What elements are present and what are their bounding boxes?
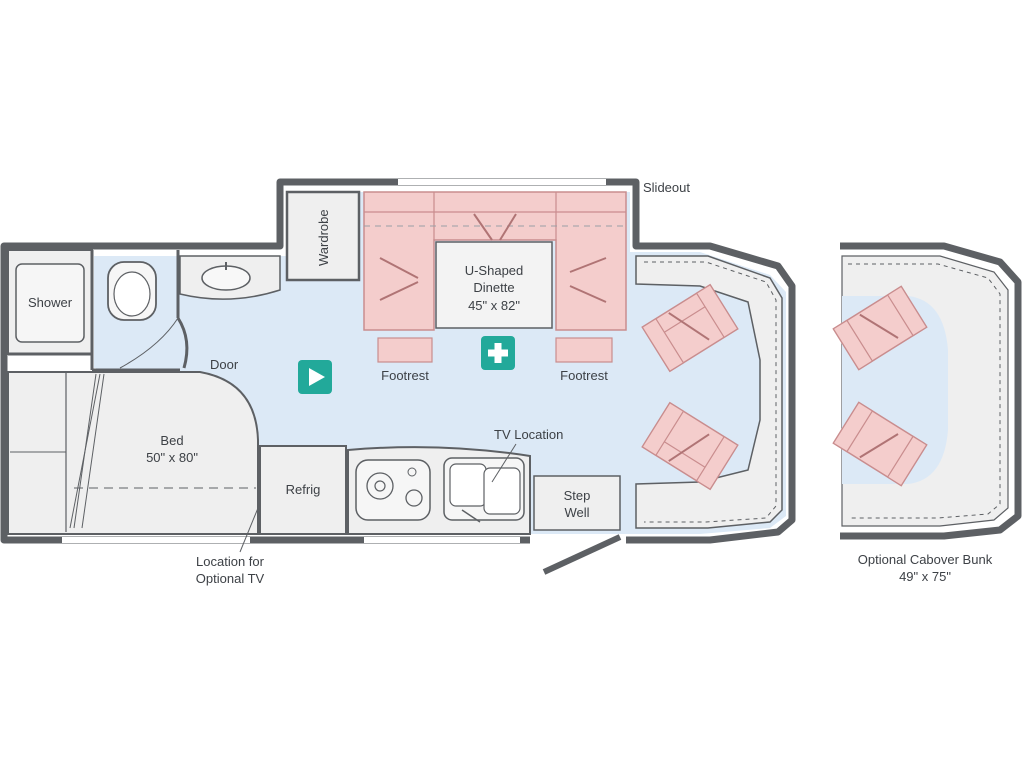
entry-door — [542, 534, 622, 575]
cabover-chair-driver — [832, 401, 928, 487]
cab-chair-driver — [641, 401, 739, 491]
optional-tv-label: Location for — [196, 554, 265, 569]
step-well-label: Step — [564, 488, 591, 503]
exterior-wall — [0, 178, 796, 544]
footrest-right-label: Footrest — [560, 368, 608, 383]
dinette-size: 45" x 82" — [468, 298, 520, 313]
cabover-label: Optional Cabover Bunk — [858, 552, 993, 567]
window — [62, 537, 250, 543]
bed-size: 50" x 80" — [146, 450, 198, 465]
step-well-label: Well — [564, 505, 589, 520]
cab-chair-passenger — [641, 283, 739, 373]
optional-tv-label: Optional TV — [196, 571, 265, 586]
bed — [7, 371, 259, 535]
cabover-chair-passenger — [832, 285, 928, 371]
step-well — [533, 475, 621, 531]
footrest-left — [377, 337, 433, 363]
cab-dashboard — [635, 255, 783, 529]
play-icon[interactable] — [298, 360, 332, 394]
window — [398, 179, 606, 185]
wardrobe-label: Wardrobe — [316, 209, 331, 266]
refrigerator — [259, 445, 347, 535]
bathroom-door — [176, 317, 189, 369]
slideout-label: Slideout — [643, 180, 690, 195]
door-label: Door — [210, 357, 239, 372]
cabover-size: 49" x 75" — [899, 569, 951, 584]
footrest-right — [555, 337, 613, 363]
dinette-name: U-Shaped — [465, 263, 524, 278]
shower-label: Shower — [28, 295, 73, 310]
bed-label: Bed — [160, 433, 183, 448]
plus-icon[interactable] — [481, 336, 515, 370]
tv-location-label: TV Location — [494, 427, 563, 442]
seatbelt-marks — [379, 213, 607, 303]
dinette-name: Dinette — [473, 280, 514, 295]
dinette-table — [435, 241, 553, 329]
cabover-bunk-frame — [840, 242, 1022, 540]
entry-door-gap — [530, 536, 626, 544]
refrig-label: Refrig — [286, 482, 321, 497]
window — [364, 537, 520, 543]
footrest-left-label: Footrest — [381, 368, 429, 383]
wardrobe — [285, 190, 361, 282]
